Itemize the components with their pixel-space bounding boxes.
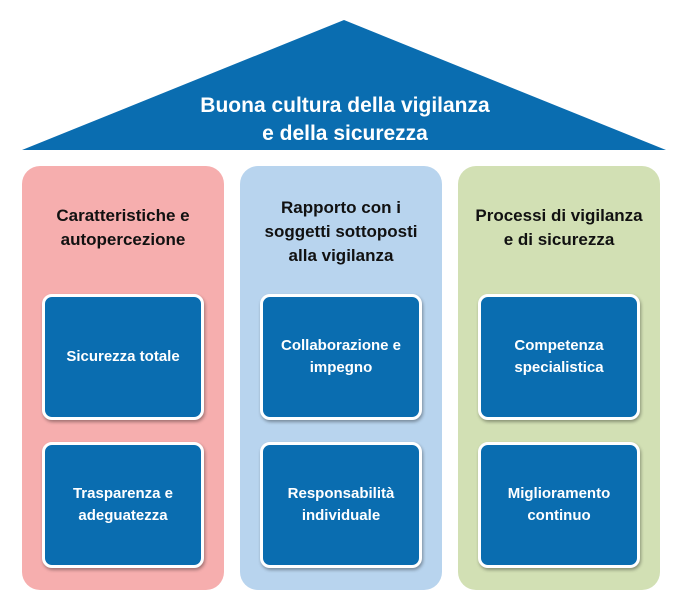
card-label: Miglioramento bbox=[507, 485, 611, 502]
card-collaboration: Collaborazione e impegno bbox=[260, 294, 422, 420]
pillar-processes: Processi di vigilanza e di sicurezza Com… bbox=[458, 166, 660, 590]
card-label: specialistica bbox=[514, 359, 604, 376]
card-label: continuo bbox=[527, 507, 591, 524]
roof-title-line-2: e della sicurezza bbox=[262, 122, 428, 145]
card-label: Responsabilità bbox=[287, 485, 395, 502]
pillar-characteristics: Caratteristiche e autopercezione Sicurez… bbox=[22, 166, 224, 590]
roof-title: Buona cultura della vigilanza e della si… bbox=[120, 92, 570, 148]
card-label: Competenza bbox=[514, 337, 604, 354]
card-competence: Competenza specialistica bbox=[478, 294, 640, 420]
pillar-heading-line: alla vigilanza bbox=[288, 246, 394, 265]
card-label: Trasparenza e bbox=[72, 485, 174, 502]
pillar-heading-line: Caratteristiche e bbox=[56, 206, 190, 225]
card-label: Sicurezza totale bbox=[66, 348, 180, 365]
roof-triangle bbox=[22, 20, 666, 150]
pillar-relationship: Rapporto con i soggetti sottoposti alla … bbox=[240, 166, 442, 590]
card-label: adeguatezza bbox=[78, 507, 168, 524]
card-label: impegno bbox=[309, 359, 373, 376]
card-improvement: Miglioramento continuo bbox=[478, 442, 640, 568]
card-responsibility: Responsabilità individuale bbox=[260, 442, 422, 568]
pillar-heading: Rapporto con i soggetti sottoposti alla … bbox=[248, 196, 434, 268]
roof bbox=[22, 20, 666, 150]
card-label: Collaborazione e bbox=[280, 337, 402, 354]
pillar-heading-line: e di sicurezza bbox=[503, 230, 615, 249]
pillar-heading-line: Rapporto con i bbox=[281, 198, 401, 217]
card-label: individuale bbox=[301, 507, 381, 524]
pillar-heading: Processi di vigilanza e di sicurezza bbox=[466, 204, 652, 252]
pillar-heading-line: Processi di vigilanza bbox=[475, 206, 643, 225]
pillar-heading-line: soggetti sottoposti bbox=[264, 222, 418, 241]
card-total-security: Sicurezza totale bbox=[42, 294, 204, 420]
pillar-heading: Caratteristiche e autopercezione bbox=[30, 204, 216, 252]
pillar-heading-line: autopercezione bbox=[60, 230, 186, 249]
roof-title-line-1: Buona cultura della vigilanza bbox=[200, 94, 490, 117]
card-transparency: Trasparenza e adeguatezza bbox=[42, 442, 204, 568]
